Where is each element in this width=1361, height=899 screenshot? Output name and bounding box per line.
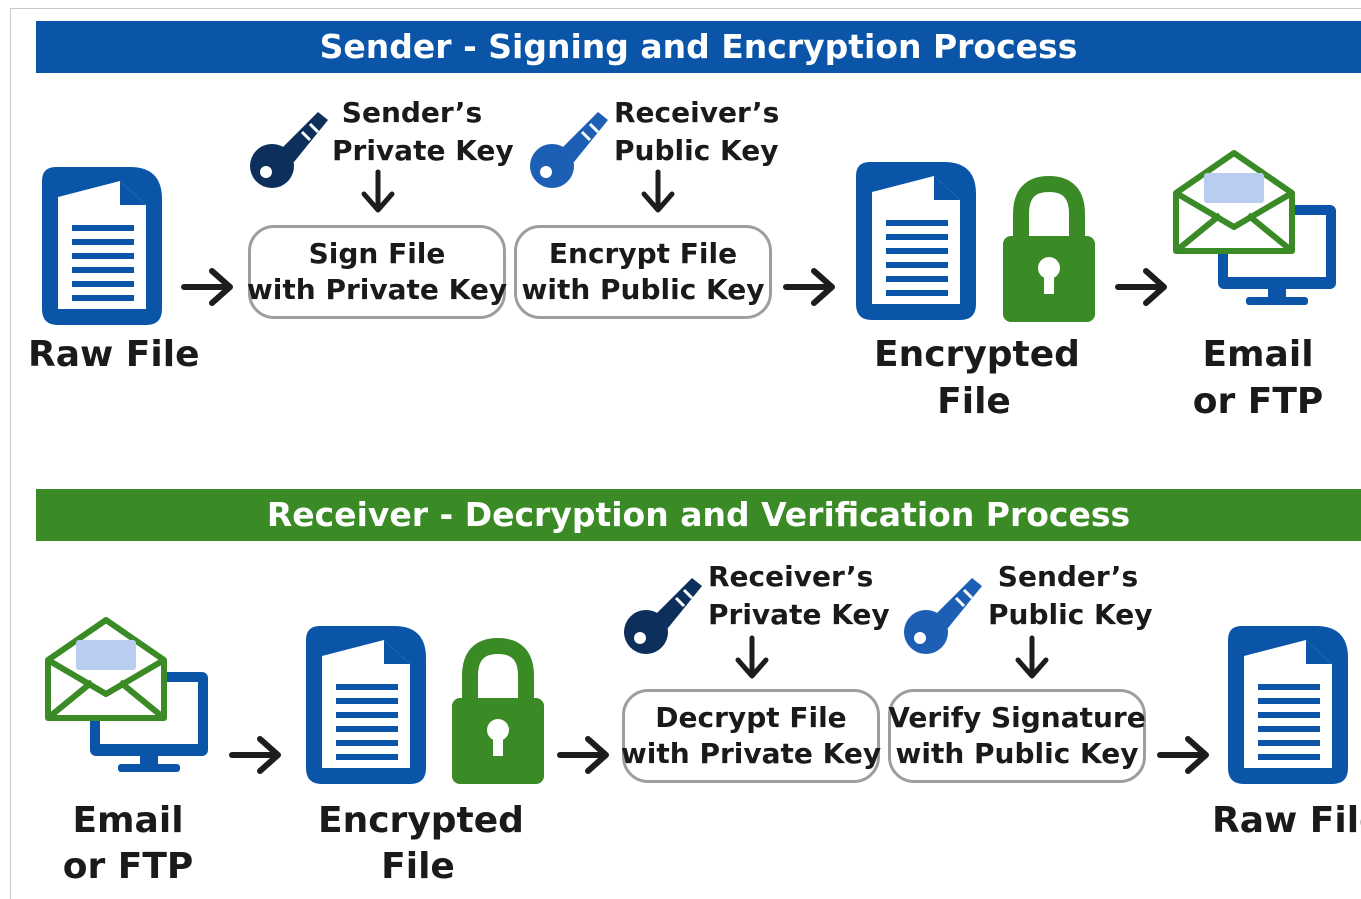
arrow-down-icon <box>736 638 768 682</box>
sender-encrypted-label-line2: File <box>937 381 1011 422</box>
raw-file-document-icon <box>1228 626 1348 784</box>
arrow-right-icon <box>184 269 234 305</box>
email-computer-icon <box>48 620 210 774</box>
receiver-email-label-line2: or FTP <box>62 846 194 887</box>
sender-private-key-label-line1: Sender’s <box>341 96 483 129</box>
sign-step-line1: Sign File <box>308 237 446 270</box>
receiver-public-key-icon <box>528 110 610 190</box>
arrow-down-icon <box>642 172 674 216</box>
receiver-public-key-label-line1: Receiver’s <box>614 96 780 129</box>
encrypt-file-step: Encrypt File with Public Key <box>514 225 772 319</box>
diagram-frame <box>10 8 1361 899</box>
receiver-public-key-label-line2: Public Key <box>614 134 779 167</box>
receiver-email-label-line1: Email <box>72 800 184 841</box>
sender-private-key-icon <box>248 110 330 190</box>
receiver-private-key-label-line1: Receiver’s <box>708 560 874 593</box>
arrow-right-icon <box>1108 269 1178 305</box>
sender-encrypted-label-line1: Encrypted <box>874 334 1080 375</box>
raw-file-document-icon <box>42 167 162 325</box>
decrypt-step-line1: Decrypt File <box>655 701 847 734</box>
arrow-right-icon <box>786 269 836 305</box>
arrow-right-icon <box>560 737 610 773</box>
sender-public-key-label-line1: Sender’s <box>997 560 1139 593</box>
email-computer-icon <box>1176 153 1338 307</box>
arrow-down-icon <box>362 172 394 216</box>
decrypt-step-line2: with Private Key <box>620 737 882 770</box>
sender-banner: Sender - Signing and Encryption Process <box>36 21 1361 73</box>
sender-public-key-icon <box>902 576 984 656</box>
encrypted-file-document-icon <box>306 626 426 784</box>
encrypted-file-document-icon <box>856 162 976 320</box>
arrow-right-icon <box>220 737 294 773</box>
sender-email-label-line2: or FTP <box>1192 381 1324 422</box>
verify-step-line1: Verify Signature <box>888 701 1146 734</box>
sender-private-key-label-line2: Private Key <box>332 134 514 167</box>
encrypt-step-line2: with Public Key <box>521 273 765 306</box>
arrow-right-icon <box>1160 737 1210 773</box>
lock-icon <box>452 642 546 786</box>
receiver-encrypted-label-line1: Encrypted <box>318 800 524 841</box>
sender-email-label-line1: Email <box>1202 334 1314 375</box>
receiver-raw-file-label: Raw File <box>1212 800 1361 841</box>
verify-signature-step: Verify Signature with Public Key <box>888 689 1146 783</box>
decrypt-file-step: Decrypt File with Private Key <box>620 689 882 783</box>
encrypt-step-line1: Encrypt File <box>548 237 738 270</box>
sender-raw-file-label: Raw File <box>28 334 200 375</box>
receiver-private-key-icon <box>622 576 704 656</box>
sign-step-line2: with Private Key <box>246 273 508 306</box>
sign-file-step: Sign File with Private Key <box>246 225 508 319</box>
receiver-encrypted-label-line2: File <box>381 846 455 887</box>
arrow-down-icon <box>1016 638 1048 682</box>
receiver-banner: Receiver - Decryption and Verification P… <box>36 489 1361 541</box>
sender-public-key-label-line2: Public Key <box>988 598 1153 631</box>
receiver-private-key-label-line2: Private Key <box>708 598 890 631</box>
lock-icon <box>1003 180 1097 324</box>
verify-step-line2: with Public Key <box>895 737 1139 770</box>
